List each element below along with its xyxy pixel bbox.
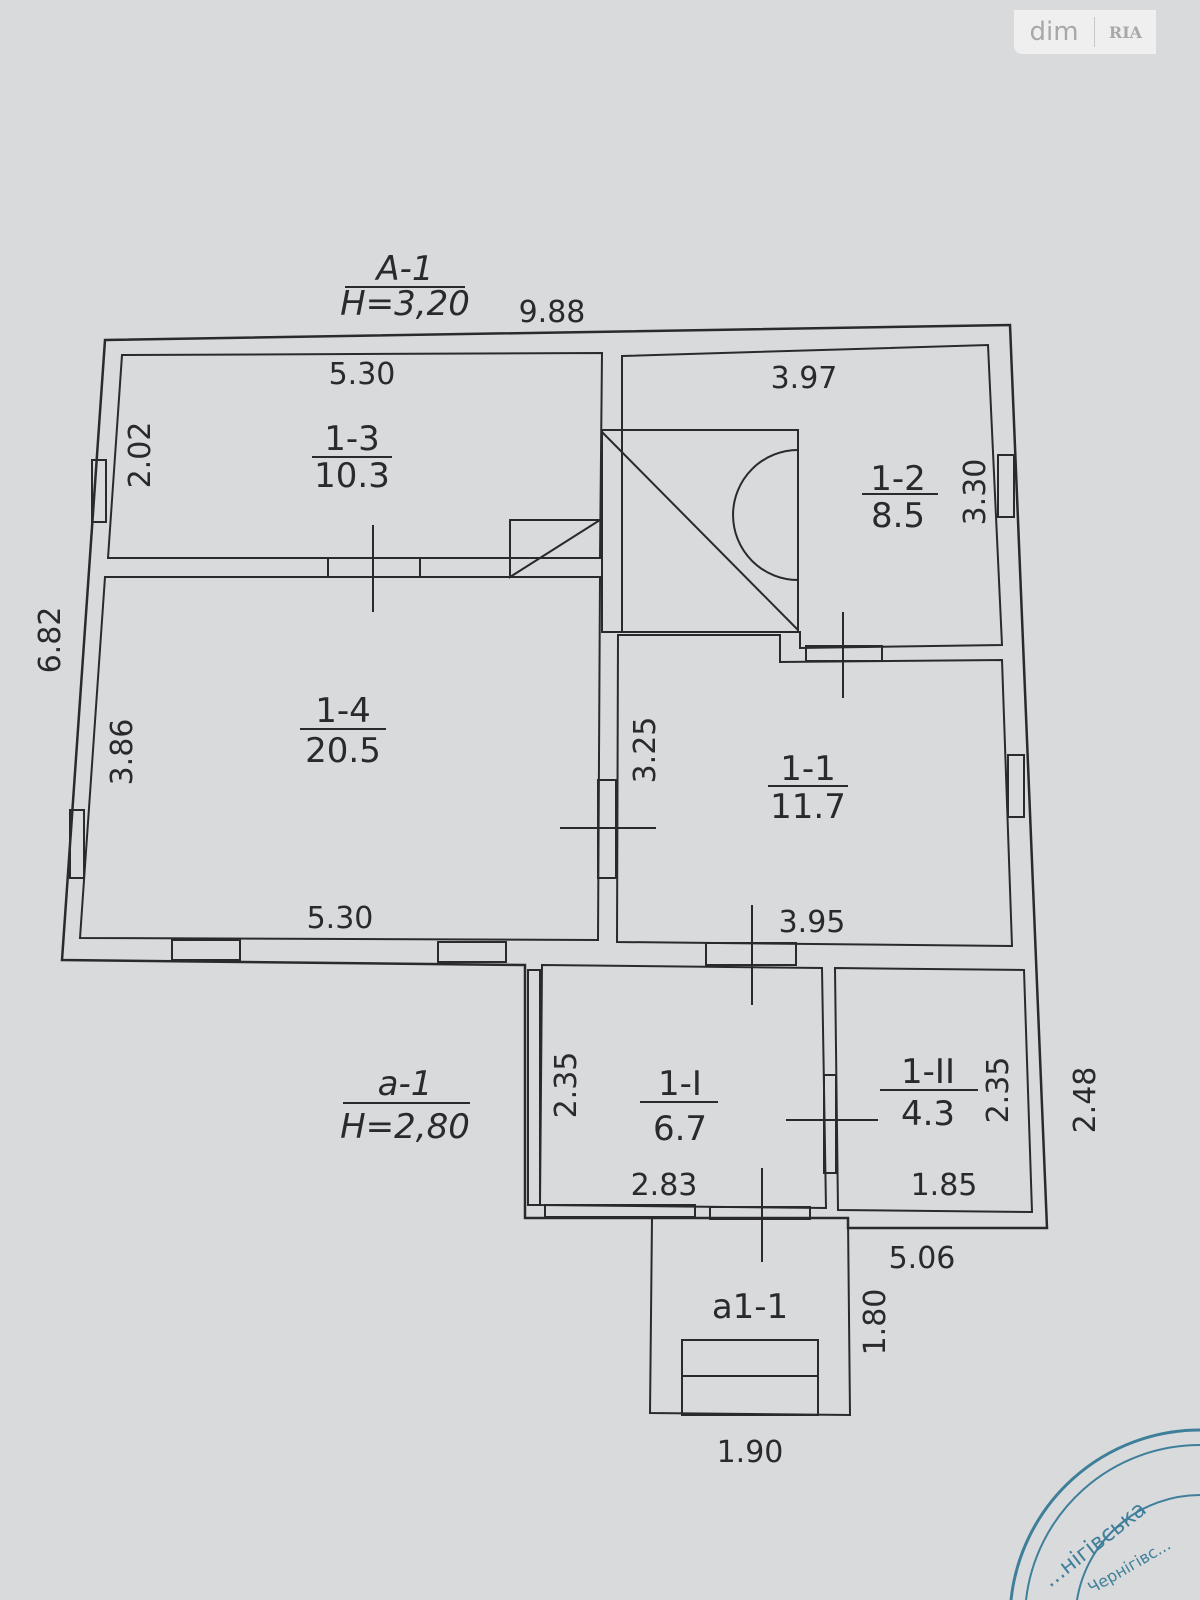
svg-text:2.35: 2.35 xyxy=(549,1052,584,1119)
svg-text:1-II: 1-II xyxy=(901,1052,955,1092)
svg-text:4.3: 4.3 xyxy=(901,1094,955,1134)
svg-text:11.7: 11.7 xyxy=(770,787,846,827)
svg-text:6.82: 6.82 xyxy=(33,607,68,674)
room-label-1-2: 1-2 8.5 xyxy=(862,459,938,536)
svg-text:1.90: 1.90 xyxy=(717,1435,784,1470)
svg-text:1.80: 1.80 xyxy=(858,1289,893,1356)
svg-text:3.97: 3.97 xyxy=(771,361,838,396)
steps-icon xyxy=(681,1339,819,1416)
svg-text:2.83: 2.83 xyxy=(631,1168,698,1203)
room-1-1 xyxy=(615,634,1014,948)
stamp: ...нігівська Чернігівс... xyxy=(1009,1428,1200,1600)
svg-text:1-1: 1-1 xyxy=(780,749,836,789)
room-1-4 xyxy=(78,576,602,942)
svg-text:5.06: 5.06 xyxy=(889,1241,956,1276)
room-label-1-1: 1-1 11.7 xyxy=(768,749,848,827)
watermark-dim: dim xyxy=(1014,17,1095,47)
svg-text:2.02: 2.02 xyxy=(123,422,158,489)
building-main-height: Н=3,20 xyxy=(340,284,470,324)
stair-icon xyxy=(509,429,799,633)
building-ext-name: а-1 xyxy=(378,1064,433,1104)
svg-text:1-2: 1-2 xyxy=(870,459,926,499)
svg-text:3.86: 3.86 xyxy=(105,719,140,786)
svg-text:3.25: 3.25 xyxy=(628,717,663,784)
watermark-ria: RIA xyxy=(1108,22,1143,42)
svg-text:5.30: 5.30 xyxy=(329,357,396,392)
building-ext-height: Н=2,80 xyxy=(340,1107,470,1147)
svg-text:3.95: 3.95 xyxy=(779,905,846,940)
svg-text:2.48: 2.48 xyxy=(1068,1067,1103,1134)
window-icons xyxy=(69,454,1025,1218)
watermark-logo: dim RIA xyxy=(1014,10,1156,54)
building-main-name: А-1 xyxy=(374,249,433,289)
room-label-1-II: 1-II 4.3 xyxy=(880,1052,978,1134)
svg-text:1-I: 1-I xyxy=(658,1064,702,1104)
svg-text:10.3: 10.3 xyxy=(314,456,390,496)
svg-text:5.30: 5.30 xyxy=(307,901,374,936)
svg-text:2.35: 2.35 xyxy=(981,1057,1016,1124)
svg-text:9.88: 9.88 xyxy=(519,295,586,330)
svg-text:1-4: 1-4 xyxy=(315,691,371,731)
svg-text:6.7: 6.7 xyxy=(653,1109,707,1149)
door-icons xyxy=(327,525,883,1262)
svg-text:1-3: 1-3 xyxy=(324,419,380,459)
room-label-1-4: 1-4 20.5 xyxy=(300,691,386,771)
svg-text:20.5: 20.5 xyxy=(305,731,381,771)
svg-text:1.85: 1.85 xyxy=(911,1168,978,1203)
svg-text:8.5: 8.5 xyxy=(871,496,925,536)
porch-label: a1-1 xyxy=(712,1287,788,1327)
svg-text:3.30: 3.30 xyxy=(958,459,993,526)
dimensions: 9.88 6.82 5.30 2.02 3.97 3.30 3.86 5.30 … xyxy=(33,295,1103,1470)
room-label-1-3: 1-3 10.3 xyxy=(312,419,392,496)
room-label-1-I: 1-I 6.7 xyxy=(640,1064,718,1149)
room-1-3 xyxy=(106,351,604,559)
